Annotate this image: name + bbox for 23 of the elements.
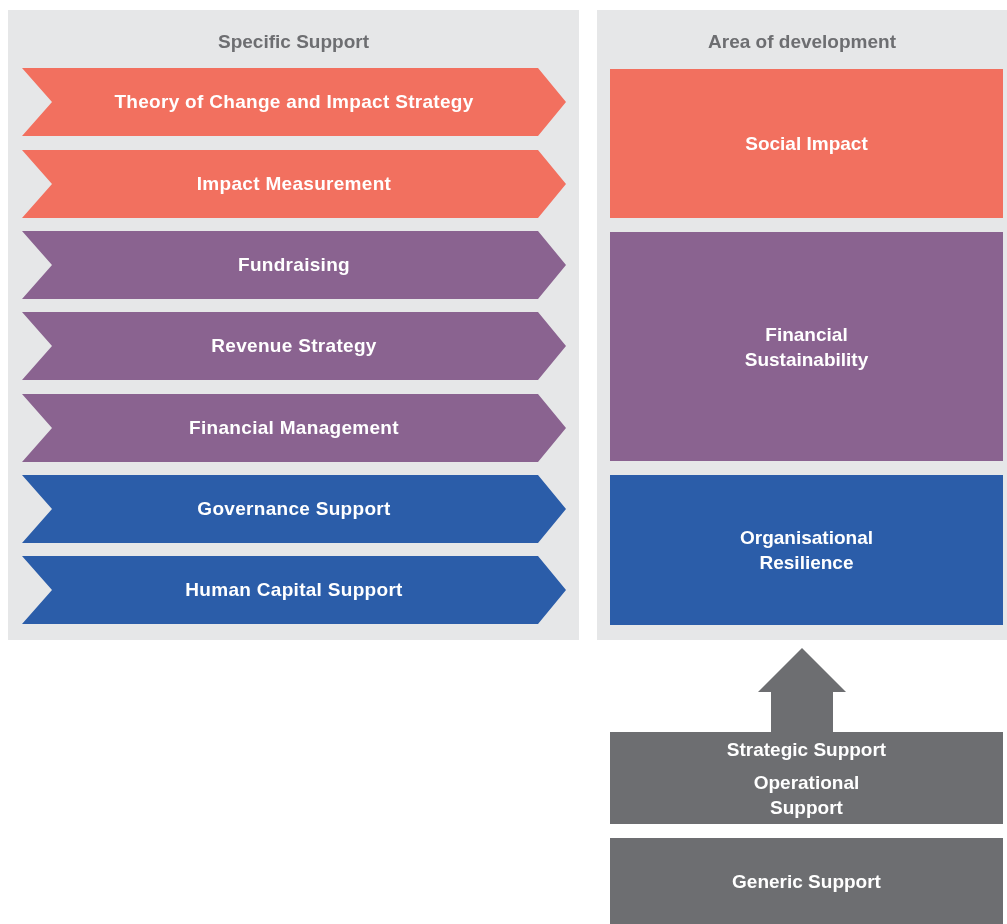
chevron-label: Governance Support xyxy=(197,496,391,521)
panel-heading: Area of development xyxy=(707,30,897,54)
category-box xyxy=(610,69,1003,218)
chevron-label: Impact Measurement xyxy=(196,171,392,196)
box-label: Operational Support xyxy=(752,770,861,820)
category-box xyxy=(610,838,1003,924)
category-box xyxy=(610,732,1003,824)
box-label: Generic Support xyxy=(732,869,881,894)
chevron-label: Financial Management xyxy=(189,415,399,440)
chevron-label: Theory of Change and Impact Strategy xyxy=(114,89,474,114)
category-box xyxy=(610,475,1003,625)
panel-background xyxy=(597,10,1007,640)
category-box xyxy=(610,232,1003,461)
box-label: Financial Sustainability xyxy=(743,322,870,372)
panel-background xyxy=(8,10,579,640)
panel-heading: Specific Support xyxy=(217,30,370,54)
chevron-label: Human Capital Support xyxy=(185,577,403,602)
chevron-label: Fundraising xyxy=(238,252,350,277)
box-label: Strategic Support xyxy=(726,737,887,762)
chevron-label: Revenue Strategy xyxy=(211,333,377,358)
block-arrow xyxy=(758,648,846,732)
box-label: Organisational Resilience xyxy=(739,526,874,575)
box-label: Social Impact xyxy=(745,132,868,156)
